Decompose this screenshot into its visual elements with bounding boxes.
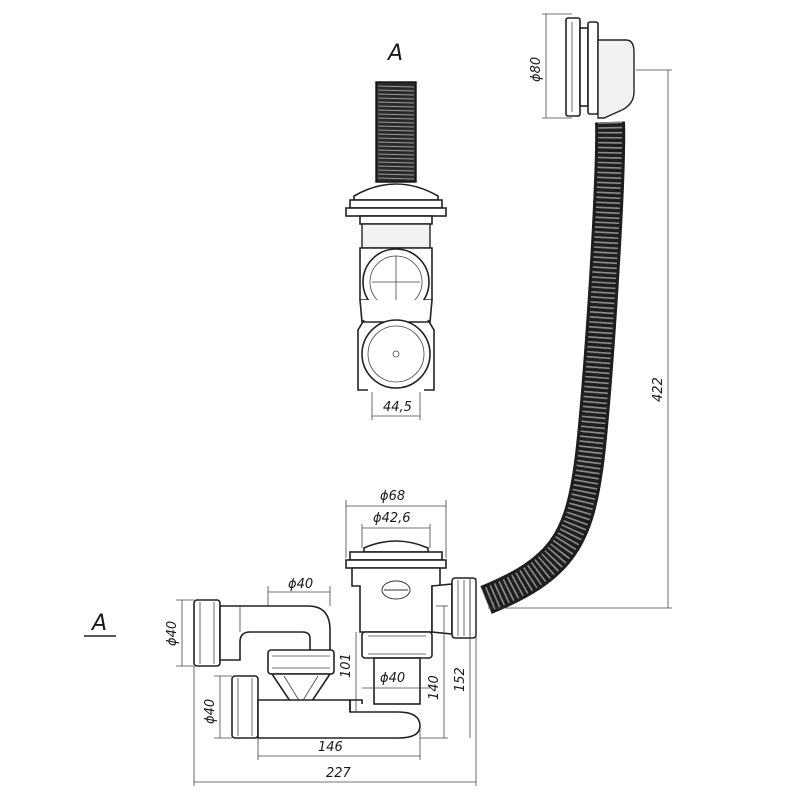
stem-rib (377, 129, 415, 132)
side-connector (431, 583, 453, 635)
lower-port-clips (357, 319, 435, 391)
stem-rib (377, 85, 415, 88)
trap-funnel-line (283, 675, 301, 703)
dim-text-80: ϕ80 (529, 57, 544, 82)
stem-rib (377, 173, 415, 176)
stem-rib (377, 165, 415, 168)
drain-body (351, 567, 441, 633)
overflow-flange (587, 21, 599, 115)
section-a-label: A (90, 611, 107, 636)
view-a-label: A (386, 41, 403, 66)
dim-text-40-top: ϕ40 (288, 577, 313, 592)
stem-rib (377, 157, 415, 160)
overflow-cover (565, 17, 581, 117)
body-neck (361, 223, 431, 249)
dim-text-40-vertical: ϕ40 (380, 671, 405, 686)
drain-assembly: ϕ68 ϕ42,6 ϕ40 (345, 489, 477, 705)
drain-plug (363, 540, 429, 553)
stem-rib (377, 97, 415, 100)
stem-rib (377, 145, 415, 148)
stem-rib (377, 121, 415, 124)
dim-text-40-left: ϕ40 (165, 621, 180, 646)
stem-rib (377, 125, 415, 128)
stem-rib (377, 153, 415, 156)
dim-text-227: 227 (326, 766, 352, 781)
view-a-detail: A 44,5 (345, 41, 447, 420)
stem-rib (377, 93, 415, 96)
vertical-pipe (373, 657, 421, 705)
lower-port-inner (367, 325, 425, 383)
dim-text-42-6: ϕ42,6 (373, 511, 411, 526)
lower-outlet-nut (231, 675, 259, 739)
body-waist (359, 299, 433, 323)
upper-outlet-nut (193, 599, 221, 667)
trap-nut (267, 649, 335, 675)
dim-text-152: 152 (453, 667, 468, 692)
stem-rib (377, 101, 415, 104)
dim-text-40-low: ϕ40 (203, 699, 218, 724)
brand-logo-icon (381, 580, 411, 600)
stem-rib (377, 137, 415, 140)
overflow-gasket (579, 27, 589, 107)
dim-text-44-5: 44,5 (383, 400, 412, 415)
stem-rib (377, 89, 415, 92)
stem-rib (377, 133, 415, 136)
dim-text-422: 422 (651, 377, 666, 402)
lower-port (361, 319, 431, 389)
dim-text-140: 140 (427, 675, 442, 700)
hose-highlight (481, 121, 623, 612)
stem-rib (377, 161, 415, 164)
stem-rib (377, 109, 415, 112)
stem-rib (377, 177, 415, 180)
stem-rib (377, 117, 415, 120)
dim-text-101: 101 (339, 653, 354, 678)
lower-pipe (257, 699, 421, 739)
cap-dome (353, 183, 439, 201)
stem-rib (377, 113, 415, 116)
stem-rib (377, 105, 415, 108)
overflow-body (597, 39, 635, 119)
overflow-hose: 422 (480, 69, 672, 614)
cap-flange (345, 207, 447, 217)
hose-body (480, 121, 626, 614)
drain-flange (345, 559, 447, 569)
upper-pipe (219, 605, 331, 665)
siphon: A ϕ40 ϕ40 ϕ40 101 140 152 146 (84, 577, 477, 786)
stem-rib (377, 149, 415, 152)
drain-ring (349, 551, 443, 561)
cap-nut (359, 215, 433, 225)
trap-funnel-line-2 (301, 675, 319, 703)
overflow-head: ϕ80 (529, 13, 635, 119)
dim-text-68: ϕ68 (380, 489, 405, 504)
cap-ring (349, 199, 443, 209)
stem-rib (377, 141, 415, 144)
stem-rib (377, 169, 415, 172)
lower-port-center (392, 350, 400, 358)
stem-ribs (377, 85, 415, 180)
dim-text-146: 146 (318, 740, 343, 755)
